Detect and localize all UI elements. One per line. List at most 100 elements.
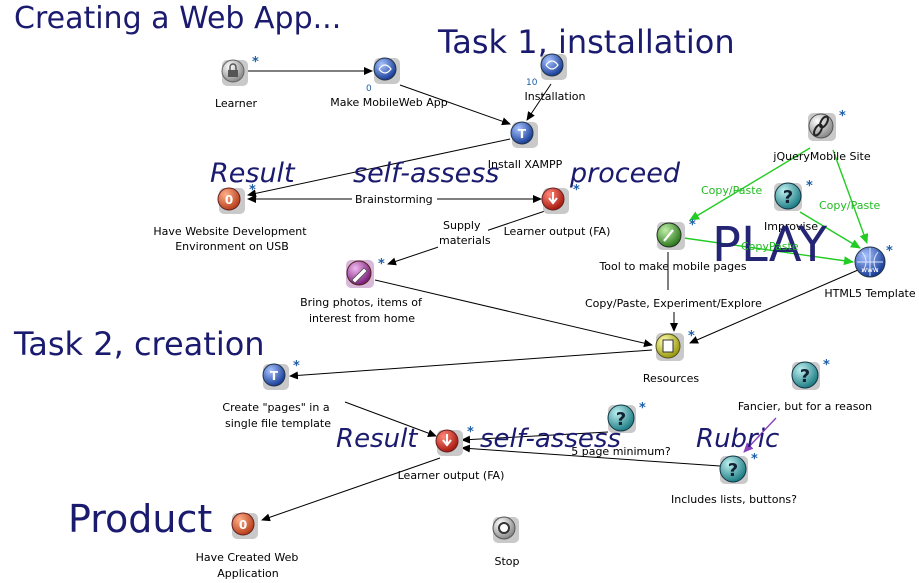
svg-text:*: *	[823, 358, 830, 373]
node-install-xampp[interactable]: T Install XAMPP	[488, 121, 563, 171]
overlay-self-assess-2: self-assess	[480, 424, 621, 454]
node-learner-output-2[interactable]: * Learner output (FA)	[398, 425, 505, 482]
svg-text:HTML5 Template: HTML5 Template	[824, 287, 916, 300]
svg-text:Learner: Learner	[215, 97, 258, 110]
node-create-pages[interactable]: T * Create "pages" in a single file temp…	[222, 359, 331, 430]
svg-text:Tool to make mobile pages: Tool to make mobile pages	[598, 260, 746, 273]
svg-text:*: *	[688, 329, 695, 344]
edge-label-materials: materials	[439, 234, 491, 247]
stop-icon	[498, 522, 510, 534]
question-icon: ?	[783, 187, 793, 208]
result-icon: 0	[225, 193, 233, 207]
svg-text:Create "pages" in a: Create "pages" in a	[222, 401, 329, 414]
overlay-proceed: proceed	[570, 158, 680, 189]
svg-text:Install XAMPP: Install XAMPP	[488, 158, 563, 171]
task-icon: T	[518, 127, 527, 141]
globe-icon	[378, 64, 392, 74]
node-learner[interactable]: * Learner	[215, 55, 259, 110]
play-heading: PLAY	[712, 217, 828, 273]
task2-heading: Task 2, creation	[14, 325, 265, 363]
node-have-created[interactable]: 0 Have Created Web Application	[196, 512, 299, 580]
edge-installation-to-xampp	[526, 83, 552, 121]
node-stop[interactable]: Stop	[492, 516, 520, 568]
edge-labels: Brainstorming Supply materials Copy/Past…	[352, 184, 881, 310]
edge-label-copypaste-2: Copy/Paste	[819, 199, 881, 212]
svg-text:Improvise: Improvise	[764, 220, 818, 233]
node-learner-output-1[interactable]: * Learner output (FA)	[504, 183, 611, 238]
node-five-page-minimum[interactable]: ? * 5 page minimum?	[571, 401, 671, 458]
globe-icon	[545, 60, 559, 70]
edge-label-copypaste-1: Copy/Paste	[701, 184, 763, 197]
edges	[247, 67, 859, 522]
output-icon	[442, 434, 452, 447]
edge-includes-to-output	[461, 444, 721, 467]
edge-photos-to-resources	[374, 279, 653, 348]
question-icon: ?	[616, 409, 626, 430]
svg-text:www: www	[861, 266, 878, 274]
node-have-website-env[interactable]: 0 * Have Website Development Environment…	[153, 183, 307, 253]
svg-text:*: *	[378, 257, 385, 272]
question-icon: ?	[728, 460, 738, 481]
svg-text:*: *	[751, 452, 758, 467]
green-edges	[683, 147, 869, 266]
svg-text:Bring photos, items of: Bring photos, items of	[300, 296, 423, 309]
svg-text:Resources: Resources	[643, 372, 699, 385]
svg-text:jQueryMobile Site: jQueryMobile Site	[772, 150, 870, 163]
edge-jquery-to-html5	[832, 149, 869, 244]
edge-label-supply: Supply	[443, 219, 481, 232]
svg-text:single file template: single file template	[225, 417, 331, 430]
svg-text:Make MobileWeb App: Make MobileWeb App	[330, 96, 448, 109]
globe-icon	[857, 248, 883, 276]
svg-text:Have Website Development: Have Website Development	[153, 225, 307, 238]
node-tool-mobile-pages[interactable]: * Tool to make mobile pages	[598, 218, 746, 273]
svg-text:Learner output (FA): Learner output (FA)	[504, 225, 611, 238]
result-icon: 0	[239, 518, 247, 532]
edge-label-copy-experiment: Copy/Paste, Experiment/Explore	[585, 297, 762, 310]
edge-label-brainstorming: Brainstorming	[355, 193, 433, 206]
edge-output-to-created	[261, 457, 441, 522]
svg-text:*: *	[639, 401, 646, 416]
lock-icon	[228, 63, 238, 77]
node-includes-lists[interactable]: ? * Includes lists, buttons?	[671, 452, 797, 506]
svg-text:Have Created Web: Have Created Web	[196, 551, 299, 564]
node-fancier[interactable]: ? * Fancier, but for a reason	[738, 358, 872, 413]
overlay-self-assess-1: self-assess	[353, 158, 500, 189]
svg-text:interest from home: interest from home	[309, 312, 415, 325]
svg-text:*: *	[806, 179, 813, 194]
node-bring-photos[interactable]: * Bring photos, items of interest from h…	[300, 257, 423, 325]
svg-text:0: 0	[366, 84, 372, 94]
task-icon: T	[270, 369, 279, 383]
edge-fivepage-to-output	[461, 431, 609, 444]
edge-create-to-output	[344, 401, 437, 437]
edge-tool-to-html5	[683, 237, 854, 266]
node-resources[interactable]: * Resources	[643, 329, 699, 385]
svg-text:*: *	[252, 55, 259, 70]
node-installation[interactable]: 10 Installation	[525, 53, 586, 103]
svg-text:Fancier, but for a reason: Fancier, but for a reason	[738, 400, 872, 413]
svg-text:*: *	[839, 109, 846, 124]
svg-text:Environment on USB: Environment on USB	[175, 240, 289, 253]
svg-text:Includes lists, buttons?: Includes lists, buttons?	[671, 493, 797, 506]
product-heading: Product	[68, 497, 213, 541]
edge-html5-to-resources	[689, 269, 859, 344]
edge-fancier-to-includes	[743, 417, 777, 453]
edge-jquery-to-tool	[689, 147, 811, 221]
resources-icon	[662, 339, 674, 353]
edge-xampp-to-result	[247, 138, 511, 198]
svg-text:*: *	[689, 218, 696, 233]
pencil-icon	[351, 267, 368, 284]
node-improvise[interactable]: ? * Improvise	[764, 179, 818, 233]
overlay-result-1: Result	[210, 158, 295, 189]
node-jquerymobile-site[interactable]: * jQueryMobile Site	[772, 109, 870, 163]
edge-make-app-to-xampp	[399, 84, 511, 126]
node-html5-template[interactable]: www * HTML5 Template	[824, 244, 916, 300]
edge-improvise-to-html5	[799, 211, 861, 249]
output-icon	[548, 192, 558, 205]
svg-text:Stop: Stop	[494, 555, 519, 568]
svg-text:*: *	[886, 244, 893, 259]
edge-resources-to-create	[289, 349, 653, 380]
svg-text:5 page minimum?: 5 page minimum?	[571, 445, 671, 458]
edge-label-copypaste-3: CopyPaste	[741, 240, 799, 253]
node-make-mobileweb-app[interactable]: 0 Make MobileWeb App	[330, 57, 448, 109]
